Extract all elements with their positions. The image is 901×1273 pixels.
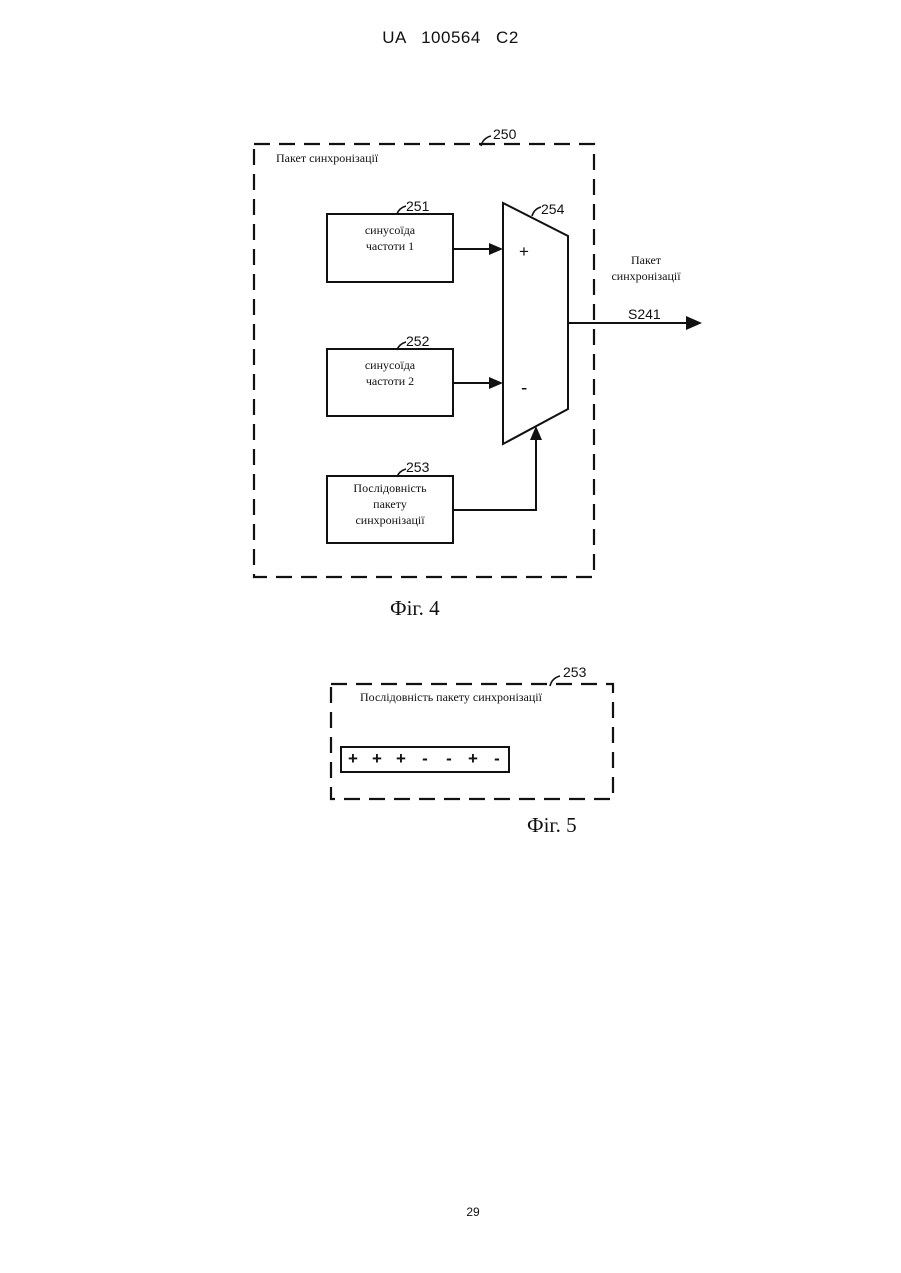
mux-254: [503, 203, 568, 444]
seq-symbol-7: -: [485, 749, 509, 769]
output-arrowhead: [686, 316, 702, 330]
block-253-line-2: пакету: [327, 496, 453, 512]
sequence-row: + + + - - + -: [341, 749, 509, 771]
block-252-line-1: синусоїда: [327, 357, 453, 373]
ref-251: 251: [406, 198, 429, 214]
outer-title: Пакет синхронізації: [276, 151, 378, 166]
seq-symbol-5: -: [437, 749, 461, 769]
arrowhead-251: [489, 243, 503, 255]
ref-254: 254: [541, 201, 564, 217]
block-251-line-2: частоти 1: [327, 238, 453, 254]
seq-symbol-6: +: [461, 749, 485, 769]
output-label-line-1: Пакет: [601, 252, 691, 268]
sequence-title: Послідовність пакету синхронізації: [360, 690, 542, 705]
figure-5-caption: Фіг. 5: [527, 813, 577, 838]
block-251-label: синусоїда частоти 1: [327, 222, 453, 254]
ref-253: 253: [406, 459, 429, 475]
signal-s241: S241: [628, 306, 661, 322]
seq-symbol-2: +: [365, 749, 389, 769]
figure-4-caption: Фіг. 4: [390, 596, 440, 621]
block-251-line-1: синусоїда: [327, 222, 453, 238]
seq-symbol-1: +: [341, 749, 365, 769]
block-253-label: Послідовність пакету синхронізації: [327, 480, 453, 528]
ref-252: 252: [406, 333, 429, 349]
output-label: Пакет синхронізації: [601, 252, 691, 284]
page-number: 29: [0, 1205, 901, 1219]
mux-minus-sign: -: [521, 378, 527, 400]
leader-251: [397, 206, 406, 214]
ref-253-fig5: 253: [563, 664, 586, 680]
block-252-label: синусоїда частоти 2: [327, 357, 453, 389]
seq-symbol-3: +: [389, 749, 413, 769]
seq-symbol-4: -: [413, 749, 437, 769]
output-label-line-2: синхронізації: [601, 268, 691, 284]
control-line-253: [453, 438, 536, 510]
ref-250: 250: [493, 126, 516, 142]
block-252-line-2: частоти 2: [327, 373, 453, 389]
block-253-line-3: синхронізації: [327, 512, 453, 528]
block-253-line-1: Послідовність: [327, 480, 453, 496]
leader-254: [532, 207, 541, 216]
arrowhead-252: [489, 377, 503, 389]
mux-plus-sign: +: [519, 242, 529, 262]
